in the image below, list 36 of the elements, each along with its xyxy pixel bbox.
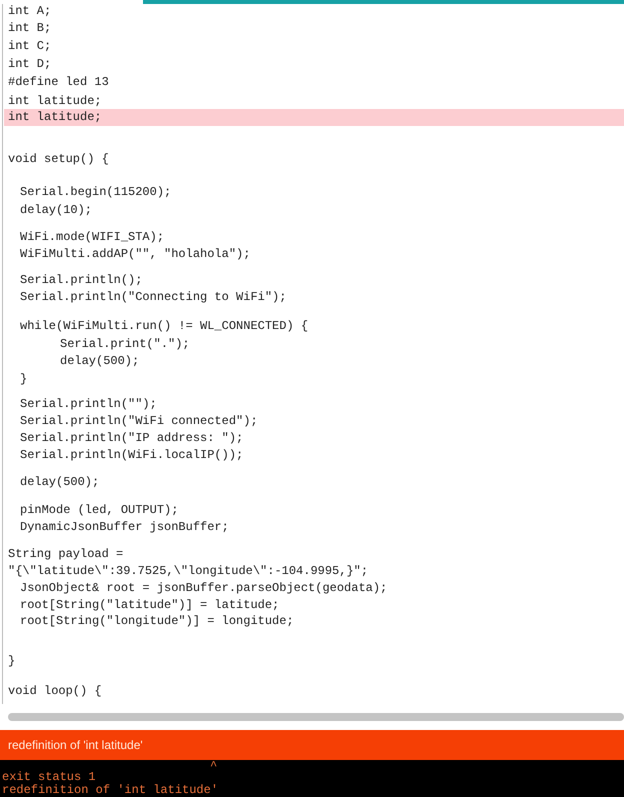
code-line: WiFiMulti.addAP("", "holahola");	[20, 247, 250, 262]
code-line: pinMode (led, OUTPUT);	[20, 503, 178, 518]
console-line: redefinition of 'int latitude'	[2, 784, 218, 796]
code-line: Serial.begin(115200);	[20, 185, 172, 200]
code-line: int D;	[8, 57, 52, 72]
code-line: Serial.print(".");	[60, 337, 190, 352]
code-line: int latitude;	[8, 94, 102, 109]
code-line: Serial.println(WiFi.localIP());	[20, 448, 244, 463]
code-line: Serial.println("");	[20, 397, 157, 412]
code-line: Serial.println();	[20, 273, 142, 288]
code-line: root[String("latitude")] = latitude;	[20, 598, 280, 613]
code-line: #define led 13	[8, 75, 109, 90]
code-line: while(WiFiMulti.run() != WL_CONNECTED) {	[20, 319, 308, 334]
code-line: JsonObject& root = jsonBuffer.parseObject(geodata);	[20, 581, 388, 596]
error-message: redefinition of 'int latitude'	[8, 738, 143, 752]
code-line: int C;	[8, 39, 52, 54]
code-line: delay(500);	[20, 475, 100, 490]
code-line: Serial.println("IP address: ");	[20, 431, 244, 446]
code-line: WiFi.mode(WIFI_STA);	[20, 230, 164, 245]
code-line: "{\"latitude\":39.7525,\"longitude\":-104.9995,}";	[8, 564, 368, 579]
code-line: }	[8, 654, 16, 669]
code-line: void loop() {	[8, 684, 102, 699]
code-line: int latitude;	[8, 110, 102, 125]
code-line: void setup() {	[8, 152, 109, 167]
code-line: int A;	[8, 4, 52, 19]
code-line: Serial.println("WiFi connected");	[20, 414, 258, 429]
console-line: ^	[210, 760, 218, 772]
code-line: Serial.println("Connecting to WiFi");	[20, 290, 286, 305]
code-line: DynamicJsonBuffer jsonBuffer;	[20, 520, 229, 535]
code-line: root[String("longitude")] = longitude;	[20, 614, 294, 629]
code-line: String payload =	[8, 547, 124, 562]
code-line: delay(10);	[20, 203, 92, 218]
code-line: delay(500);	[60, 354, 140, 369]
console-line: exit status 1	[2, 771, 96, 783]
code-line: int B;	[8, 21, 52, 36]
code-line: }	[20, 372, 28, 387]
